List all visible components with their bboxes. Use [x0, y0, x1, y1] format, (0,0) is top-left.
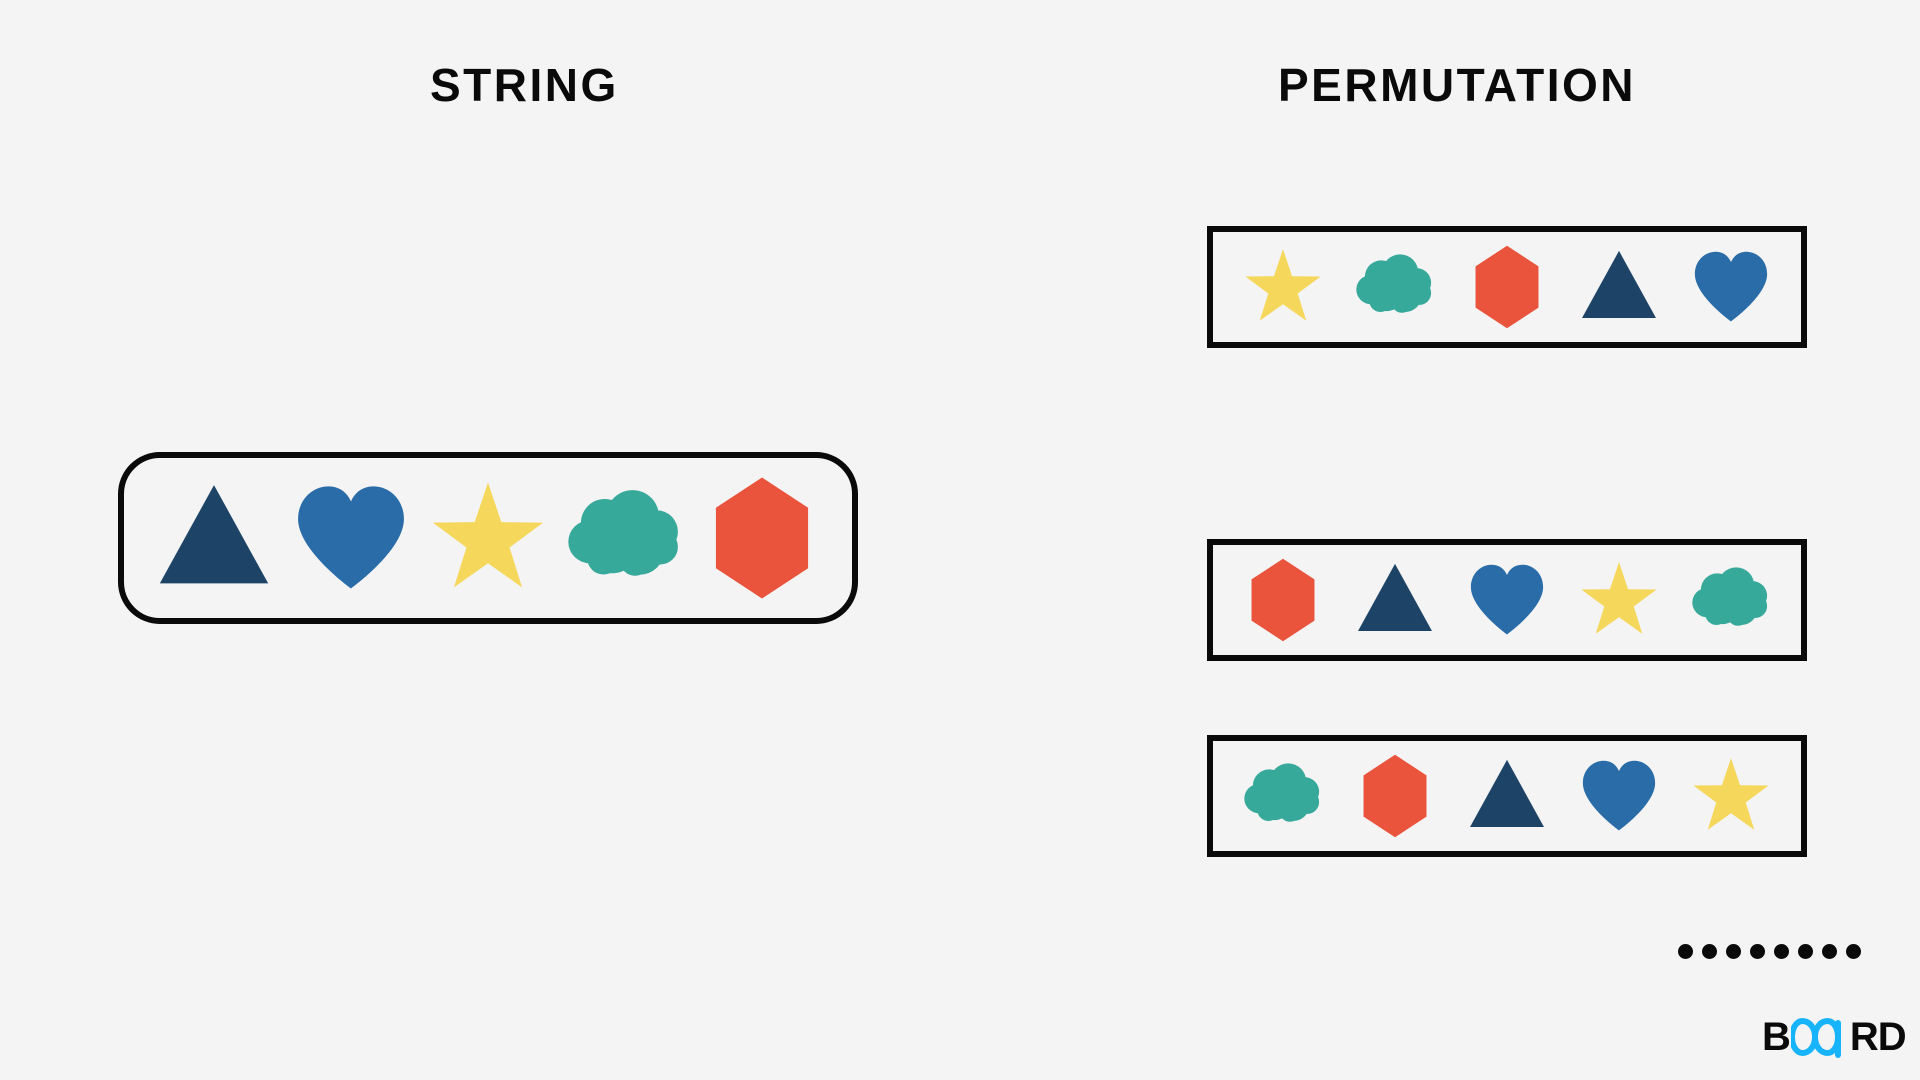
ellipsis-dot — [1798, 944, 1813, 959]
shape-cloud — [562, 475, 688, 601]
shape-heart — [1576, 753, 1662, 839]
page-title-permutation: PERMUTATION — [1278, 59, 1636, 111]
ellipsis-dot — [1846, 944, 1861, 959]
shape-heart — [1464, 557, 1550, 643]
shape-triangle — [1352, 557, 1438, 643]
string-container — [118, 452, 858, 624]
shape-cloud — [1352, 244, 1438, 330]
shape-star — [1688, 753, 1774, 839]
ellipsis-dots-icon — [1678, 944, 1861, 959]
ellipsis-dot — [1822, 944, 1837, 959]
ellipsis-dot — [1678, 944, 1693, 959]
logo-infinity-icon — [1790, 1014, 1850, 1060]
board-logo: B RD — [1762, 1014, 1907, 1060]
logo-prefix-text: B — [1762, 1015, 1791, 1059]
shape-hexagon — [1352, 753, 1438, 839]
permutation-row-3 — [1207, 735, 1807, 857]
shape-hexagon — [699, 475, 825, 601]
shape-cloud — [1240, 753, 1326, 839]
logo-suffix-text: RD — [1849, 1015, 1907, 1059]
shape-heart — [288, 475, 414, 601]
ellipsis-dot — [1702, 944, 1717, 959]
shape-triangle — [151, 475, 277, 601]
ellipsis-dot — [1726, 944, 1741, 959]
shape-triangle — [1576, 244, 1662, 330]
shape-triangle — [1464, 753, 1550, 839]
shape-hexagon — [1240, 557, 1326, 643]
ellipsis-dot — [1774, 944, 1789, 959]
shape-star — [1576, 557, 1662, 643]
ellipsis-dot — [1750, 944, 1765, 959]
shape-cloud — [1688, 557, 1774, 643]
permutation-row-2 — [1207, 539, 1807, 661]
page-title-string: STRING — [430, 59, 619, 111]
shape-star — [1240, 244, 1326, 330]
shape-star — [425, 475, 551, 601]
permutation-row-1 — [1207, 226, 1807, 348]
shape-heart — [1688, 244, 1774, 330]
shape-hexagon — [1464, 244, 1550, 330]
